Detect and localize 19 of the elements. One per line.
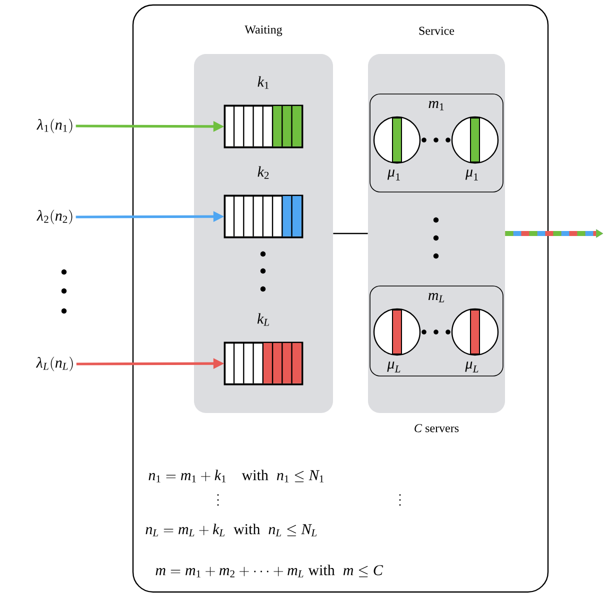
- group-label: $m_L$: [428, 293, 444, 302]
- panel-heading: Waiting: [244, 26, 282, 36]
- equation: $n_1 = m_1 + k_1 \quad \text{with} \;\; n_1 \leq N_1$: [148, 470, 324, 482]
- service-rate: $\mu_1$: [387, 170, 400, 180]
- service-rate: $\mu_L$: [465, 362, 478, 372]
- connector-line: [333, 232, 368, 234]
- panel-caption: C servers: [414, 424, 459, 432]
- queue-label: $k_2$: [258, 166, 269, 179]
- arrival-rate: $\lambda_1(n_1)$: [36, 118, 72, 134]
- equation: $n_L = m_L + k_L \;\; \text{with} \;\; n_L \leq N_L$: [146, 524, 317, 536]
- arrival-rate: $\lambda_L(n_L)$: [36, 356, 73, 372]
- arrival-rate: $\lambda_2(n_2)$: [36, 210, 72, 224]
- group-label: $m_1$: [428, 101, 444, 110]
- equation: $m = m_1 + m_2 + \cdots + m_L \; \text{with} \;\; m \leq C$: [156, 564, 384, 578]
- queue-label: $k_L$: [257, 313, 269, 326]
- service-rate: $\mu_L$: [387, 362, 400, 372]
- panel-heading: Service: [419, 26, 454, 35]
- service-rate: $\mu_1$: [465, 170, 478, 180]
- queue-label: $k_1$: [258, 76, 269, 89]
